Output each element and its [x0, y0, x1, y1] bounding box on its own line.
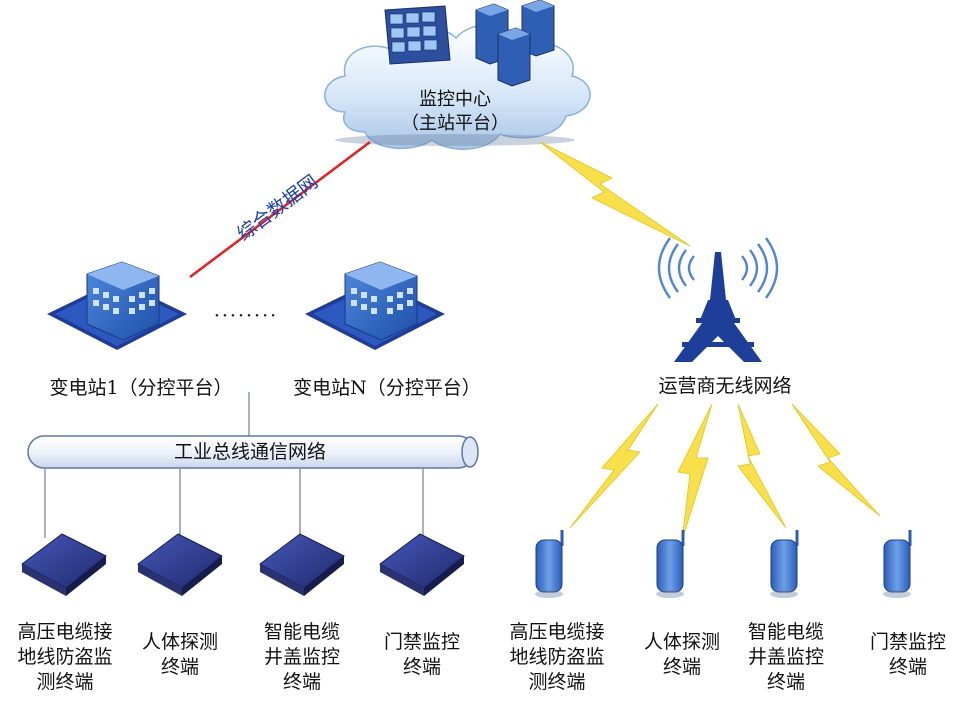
substation-dots: ········	[213, 305, 279, 327]
wireless-terminal-3-label: 智能电缆井盖监控终端	[747, 621, 824, 693]
monitoring-center-subtitle: （主站平台）	[401, 113, 509, 134]
wireless-terminal-1-radio-icon	[535, 530, 564, 598]
server-icon	[475, 0, 555, 87]
bus-drop-lines	[44, 468, 424, 538]
wired-terminal-1-device-icon	[21, 533, 107, 596]
monitoring-center-title: 监控中心	[419, 89, 491, 110]
wired-terminal-2-device-icon	[137, 533, 223, 596]
industrial-bus-label: 工业总线通信网络	[173, 441, 326, 463]
wireless-terminal-2-label: 人体探测终端	[643, 631, 720, 678]
wired-terminal-4-device-icon	[379, 533, 465, 596]
wireless-terminal-2-radio-icon	[656, 530, 685, 598]
substation-1-label: 变电站1（分控平台）	[49, 377, 233, 399]
substation-1-building-icon	[47, 261, 187, 350]
data-network-link	[189, 141, 371, 278]
wired-terminal-2-label: 人体探测终端	[141, 631, 218, 678]
substation-n-label: 变电站N（分控平台）	[293, 377, 481, 399]
wireless-network-label: 运营商无线网络	[658, 375, 792, 397]
radio-tower-icon	[657, 237, 779, 362]
wired-terminal-3-label: 智能电缆井盖监控终端	[263, 621, 340, 693]
wired-terminal-1-label: 高压电缆接地线防盗监测终端	[17, 621, 113, 693]
wired-terminal-3-device-icon	[259, 533, 345, 596]
monitor-wall-icon	[384, 5, 451, 65]
industrial-bus-pipe	[27, 435, 479, 469]
wired-terminal-4-label: 门禁监控终端	[383, 631, 460, 678]
substation-n-building-icon	[305, 261, 445, 350]
wireless-terminal-3-radio-icon	[770, 530, 799, 598]
wireless-terminal-1-label: 高压电缆接地线防盗监测终端	[509, 621, 605, 693]
wireless-terminal-4-label: 门禁监控终端	[869, 631, 946, 678]
wireless-terminal-4-radio-icon	[883, 530, 912, 598]
